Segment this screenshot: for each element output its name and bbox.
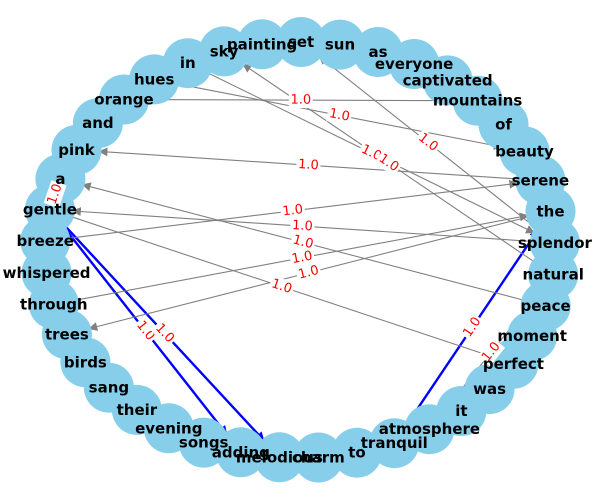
node-label-peace: peace (521, 297, 571, 315)
edge-weight-label-bg (295, 262, 323, 284)
edge-weight-label-bg (477, 337, 506, 367)
edge-weight-label-bg (131, 316, 160, 346)
node-label-a: a (55, 170, 65, 188)
node-label-set: set (288, 33, 314, 51)
edge-weight-text: 1.0 (45, 182, 66, 206)
node-label-natural: natural (523, 266, 584, 284)
edge-weight-text: 1.0 (270, 276, 294, 297)
edge-weight-label-15: 1.0 (289, 217, 315, 235)
node-sun (315, 19, 365, 70)
node-melodious (254, 432, 305, 483)
edge-weight-label-bg (288, 247, 316, 268)
node-label-breeze: breeze (17, 232, 74, 250)
node-label-serene: serene (512, 172, 570, 190)
edge-weight-text: 1.0 (290, 93, 311, 108)
node-label-painting: painting (227, 35, 297, 53)
node-label-of: of (495, 116, 512, 134)
edge-weight-text: 1.0 (291, 249, 314, 268)
edge-weight-label-bg (326, 105, 353, 126)
edge-weight-label-7: 1.0 (326, 105, 353, 126)
node-label-sky: sky (210, 42, 239, 60)
node-label-and: and (82, 114, 114, 132)
edge-weight-label-10: 1.0 (413, 128, 443, 157)
node-label-whispered: whispered (3, 264, 91, 282)
edge-weight-label-5: 1.0 (295, 156, 321, 174)
node-painting (237, 19, 288, 70)
node-charm (293, 432, 344, 483)
node-label-to: to (348, 444, 365, 462)
edge-weight-label-bg (459, 312, 486, 342)
node-label-mountains: mountains (433, 92, 522, 110)
edge-weight-label-16: 1.0 (279, 201, 306, 221)
edge-weight-label-0: 1.0 (43, 180, 67, 209)
node-sky (199, 26, 250, 77)
edge-weight-label-bg (413, 128, 443, 157)
node-label-melodious: melodious (236, 448, 323, 466)
edge-weight-text: 1.0 (292, 218, 314, 234)
node-label-sun: sun (325, 36, 355, 54)
node-label-tranquil: tranquil (361, 434, 428, 452)
node-label-trees: trees (45, 325, 89, 343)
edge-weight-text: 1.0 (460, 315, 484, 341)
node-label-splendor: splendor (518, 234, 593, 252)
edge-weight-label-12: 1.0 (295, 262, 323, 284)
node-label-perfect: perfect (483, 355, 544, 373)
edge-weight-label-11: 1.0 (289, 231, 317, 254)
node-label-in: in (180, 54, 196, 72)
node-label-pink: pink (58, 141, 96, 159)
node-label-hues: hues (134, 70, 175, 88)
node-label-as: as (368, 43, 387, 61)
node-to (332, 427, 382, 478)
edge-weight-label-bg (374, 149, 404, 177)
edge-weight-text: 1.0 (297, 263, 321, 283)
node-label-orange: orange (94, 91, 153, 109)
node-label-it: it (455, 402, 467, 420)
edge-weight-text: 1.0 (291, 233, 315, 253)
edge-weight-label-6: 1.0 (288, 92, 313, 109)
node-label-adding: adding (212, 443, 270, 461)
edge-weight-label-bg (288, 92, 313, 109)
edge-weight-label-bg (295, 156, 321, 174)
node-label-beauty: beauty (495, 142, 554, 160)
node-label-atmosphere: atmosphere (379, 420, 480, 438)
edge-weight-label-bg (267, 275, 296, 299)
edge-weight-label-13: 1.0 (288, 247, 316, 268)
node-label-birds: birds (64, 353, 107, 371)
node-label-their: their (117, 401, 158, 419)
edge-weight-label-bg (43, 180, 67, 209)
edge-weight-label-bg (289, 231, 317, 254)
node-set (276, 17, 327, 67)
edge-weight-text: 1.0 (298, 157, 320, 173)
node-label-the: the (536, 202, 564, 220)
edge-weight-label-bg (289, 217, 315, 235)
nodes-layer (20, 17, 580, 483)
edge-weight-label-14: 1.0 (267, 275, 296, 299)
node-label-songs: songs (179, 434, 229, 452)
edge-weight-label-4: 1.0 (459, 312, 486, 342)
edge-weight-label-bg (150, 319, 179, 348)
node-label-was: was (473, 380, 506, 398)
edge-weight-text: 1.0 (282, 202, 304, 219)
edge-weight-text: 1.0 (328, 106, 351, 125)
node-label-sang: sang (89, 379, 129, 397)
node-label-captivated: captivated (403, 71, 493, 89)
node-label-gentle: gentle (23, 201, 77, 219)
node-label-through: through (20, 295, 88, 313)
node-label-evening: evening (135, 419, 202, 437)
node-label-moment: moment (497, 327, 567, 345)
node-label-everyone: everyone (375, 55, 453, 73)
edge-weight-label-bg (279, 201, 306, 221)
node-label-charm: charm (292, 449, 345, 467)
